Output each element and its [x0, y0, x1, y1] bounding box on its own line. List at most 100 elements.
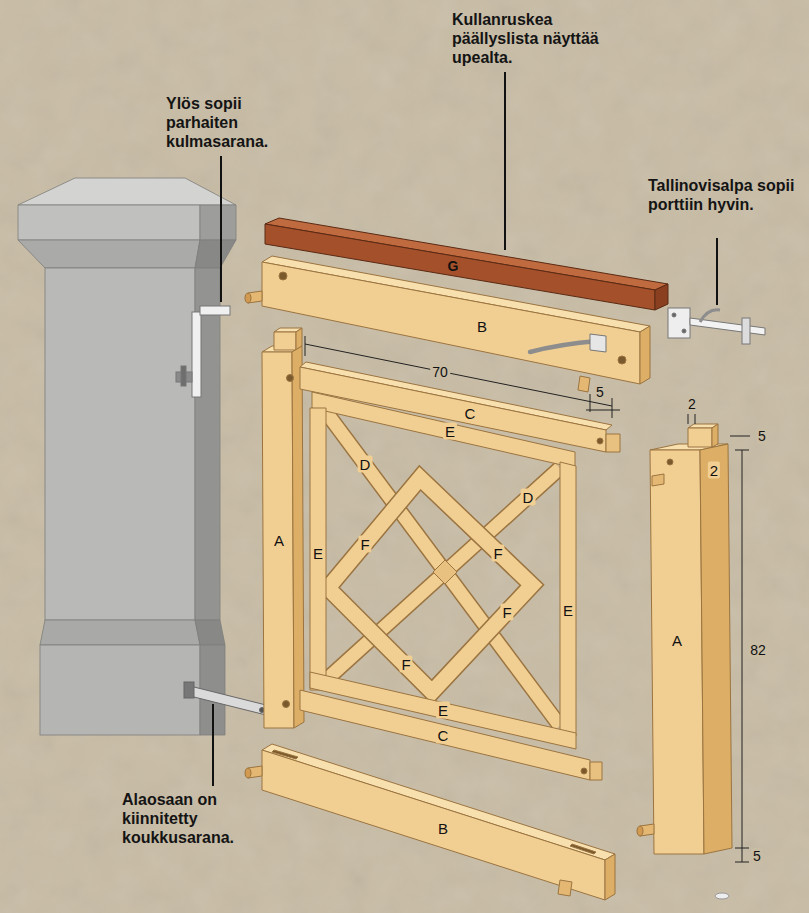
part-letter: F — [491, 545, 504, 562]
stone-pillar-part — [200, 205, 236, 240]
part-letter: E — [436, 702, 450, 719]
part-letter: C — [436, 727, 451, 744]
dimension-lines-part — [735, 450, 749, 451]
hook-hinge — [184, 682, 270, 716]
hook-hinge-part — [190, 686, 270, 716]
dimension-lines-part — [695, 414, 696, 424]
stone-pillar-part — [18, 205, 200, 240]
dimension-lines-part — [742, 450, 743, 862]
dimension-lines-part — [590, 394, 591, 412]
part-letter: B — [475, 318, 489, 335]
right-post-a-part — [688, 428, 712, 447]
inner-frame-e-part — [310, 672, 576, 749]
frame-rails-c-part — [606, 434, 620, 452]
loose-dowel-part — [715, 893, 729, 899]
dimension-lines — [305, 336, 750, 862]
dimension-lines-part — [612, 398, 613, 418]
corner-hinge-part — [200, 306, 230, 315]
stone-pillar — [18, 178, 236, 735]
part-letter: G — [446, 258, 461, 274]
bottom-rail-b-part — [262, 750, 605, 900]
inner-frame-e-part — [312, 392, 575, 468]
dimension-value: 82 — [748, 642, 768, 658]
left-post-a — [262, 328, 304, 728]
right-post-a-part — [700, 444, 732, 854]
part-letter: D — [521, 489, 536, 506]
right-post-a-part — [652, 474, 664, 486]
bottom-rail-b-part — [570, 844, 596, 854]
inner-frame-e-part — [560, 462, 576, 736]
callout-text: Tallinovisalpa sopii porttiin hyvin. — [648, 176, 798, 214]
frame-rails-c-part — [581, 768, 587, 774]
leader-lines — [213, 72, 717, 786]
frame-rails-c-part — [597, 438, 603, 444]
part-letter: F — [399, 656, 412, 673]
gate-latch-part — [672, 313, 676, 317]
dimension-value: 70 — [430, 364, 450, 380]
door-handle-part — [530, 341, 598, 352]
corner-hinge-part — [192, 312, 201, 397]
top-rail-b-part — [618, 356, 626, 364]
dimension-lines-part — [586, 410, 620, 411]
part-letter: C — [463, 405, 478, 422]
right-post-a-part — [637, 826, 643, 836]
left-post-a-part — [262, 352, 294, 728]
left-post-a-part — [292, 346, 304, 728]
inner-frame-e-part — [310, 408, 326, 690]
inner-frame-e — [310, 392, 576, 749]
diagonal-braces-d-part — [433, 560, 457, 584]
gate-latch-part — [700, 310, 720, 322]
top-cap-board-part — [655, 284, 668, 310]
dimension-lines-part — [735, 848, 749, 849]
diamond-frame-f-part — [328, 478, 532, 692]
gate-latch-part — [682, 329, 686, 333]
dimension-lines-part — [305, 344, 612, 406]
dimension-value: 2 — [686, 396, 698, 412]
frame-rails-c-part — [590, 762, 602, 780]
part-letter: E — [561, 602, 575, 619]
door-handle — [530, 334, 606, 352]
loose-dowel — [715, 893, 729, 899]
dimension-value: 5 — [756, 428, 768, 444]
diagonal-braces-d-part — [326, 412, 560, 726]
dimension-lines-part — [688, 414, 689, 424]
diamond-frame-f — [328, 478, 532, 692]
dimension-lines-part — [735, 862, 749, 863]
bottom-rail-b-part — [558, 880, 572, 896]
corner-hinge — [176, 306, 230, 397]
gate-latch-part — [668, 308, 690, 338]
stone-pillar-part — [18, 178, 236, 205]
bottom-rail-b-part — [605, 854, 615, 900]
left-post-a-part — [283, 701, 290, 708]
part-letter: A — [272, 532, 286, 549]
leader-lines-part — [716, 238, 718, 305]
leader-lines-part — [504, 72, 506, 250]
left-post-a-part — [287, 375, 294, 382]
dimension-value: 5 — [594, 384, 606, 400]
part-letter: A — [670, 632, 684, 649]
callout-text: Kullanruskea päällyslista näyttää upealt… — [452, 10, 642, 67]
callout-text: Alaosaan on kiinnitetty koukkusarana. — [122, 790, 287, 847]
part-letter: F — [358, 536, 371, 553]
bottom-rail-b — [245, 744, 615, 900]
callout-text: Ylös sopii parhaiten kulmasarana. — [166, 94, 291, 151]
part-letter: E — [443, 423, 457, 440]
part-letter: F — [500, 604, 513, 621]
dimension-lines-part — [305, 336, 306, 356]
stone-pillar-part — [40, 620, 200, 645]
top-rail-b-part — [578, 376, 590, 392]
bottom-rail-b-part — [272, 750, 298, 759]
stone-pillar-part — [195, 620, 225, 645]
right-post-a-part — [712, 424, 718, 447]
dimension-lines-part — [730, 436, 750, 437]
part-letter: B — [436, 820, 450, 837]
top-rail-b-part — [245, 293, 251, 303]
diamond-frame-f-part — [328, 478, 532, 692]
bottom-rail-b-part — [245, 768, 251, 778]
gate-latch — [668, 308, 765, 344]
